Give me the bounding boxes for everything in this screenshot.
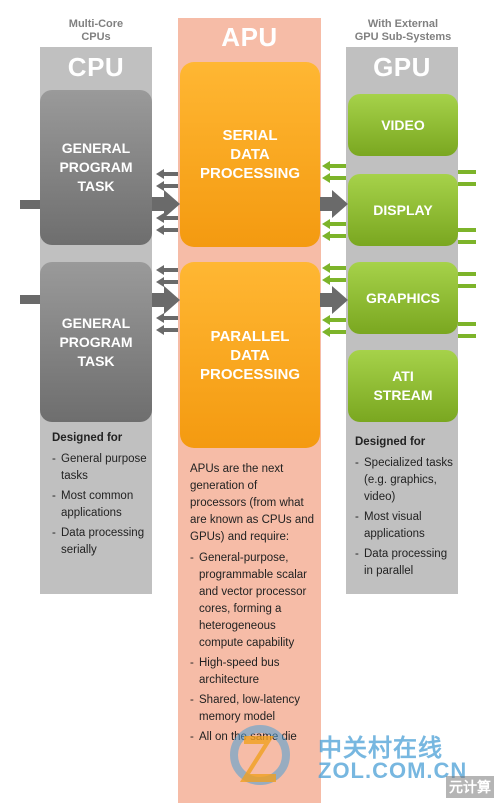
- apu-note-item: General-purpose, programmable scalar and…: [190, 550, 314, 652]
- cpu-notes: Designed for General purpose tasks Most …: [52, 430, 148, 562]
- gpu-designed-for: Designed for: [355, 436, 426, 448]
- cpu-note-item: Most common applications: [52, 488, 148, 522]
- apu-to-gpu-arrow-2: [320, 286, 348, 314]
- gpu-notes: Designed for Specialized tasks (e.g. gra…: [355, 434, 455, 583]
- watermark-corner: 元计算: [446, 776, 494, 798]
- cpu-designed-for: Designed for: [52, 432, 123, 444]
- gpu-graphics-label: GRAPHICS: [366, 289, 440, 306]
- watermark-site: ZOL.COM.CN: [318, 758, 468, 783]
- gpu-display-box: DISPLAY: [348, 174, 458, 246]
- apu-title: APU: [221, 22, 278, 52]
- apu-parallel-label: PARALLEL DATA PROCESSING: [199, 327, 301, 383]
- apu-serial-box: SERIAL DATA PROCESSING: [180, 62, 320, 247]
- gpu-display-label: DISPLAY: [373, 201, 433, 218]
- cpu-note-item: General purpose tasks: [52, 451, 148, 485]
- cpu-task-box-1-label: GENERAL PROGRAM TASK: [59, 140, 133, 194]
- gpu-note-item: Specialized tasks (e.g. graphics, video): [355, 455, 455, 506]
- gpu-note-item: Data processing in parallel: [355, 546, 455, 580]
- cpu-task-box-2: GENERAL PROGRAM TASK: [40, 262, 152, 422]
- apu-notes-list: General-purpose, programmable scalar and…: [190, 550, 314, 746]
- cpu-task-box-2-label: GENERAL PROGRAM TASK: [59, 314, 133, 369]
- gpu-right-stubs: [458, 170, 476, 338]
- gpu-stream-label: ATI STREAM: [373, 368, 433, 403]
- cpu-notes-list: General purpose tasks Most common applic…: [52, 451, 148, 559]
- gpu-to-apu-small-arrows: [322, 161, 346, 337]
- gpu-stream-box: ATI STREAM: [348, 350, 458, 422]
- gpu-graphics-box: GRAPHICS: [348, 262, 458, 334]
- cpu-to-apu-arrow-2: [152, 286, 180, 314]
- apu-note-item: High-speed bus architecture: [190, 655, 314, 689]
- gpu-title: GPU: [373, 52, 431, 82]
- cpu-input-bar-2: [20, 295, 42, 304]
- apu-to-gpu-arrow-1: [320, 190, 348, 218]
- zol-logo-icon: [230, 725, 290, 785]
- apu-intro: APUs are the next generation of processo…: [190, 463, 315, 543]
- apu-parallel-box: PARALLEL DATA PROCESSING: [180, 262, 320, 448]
- apu-to-cpu-small-arrows: [156, 169, 178, 335]
- cpu-input-bar-1: [20, 200, 42, 209]
- cpu-note-item: Data processing serially: [52, 525, 148, 559]
- cpu-caption: Multi-Core CPUs: [68, 18, 124, 43]
- apu-note-item: Shared, low-latency memory model: [190, 692, 314, 726]
- cpu-to-apu-arrow-1: [152, 190, 180, 218]
- cpu-task-box-1: GENERAL PROGRAM TASK: [40, 90, 152, 245]
- gpu-note-item: Most visual applications: [355, 509, 455, 543]
- apu-notes: APUs are the next generation of processo…: [190, 461, 314, 749]
- cpu-title: CPU: [67, 52, 125, 82]
- gpu-notes-list: Specialized tasks (e.g. graphics, video)…: [355, 455, 455, 580]
- gpu-video-box: VIDEO: [348, 94, 458, 156]
- gpu-video-label: VIDEO: [381, 116, 425, 133]
- apu-serial-label: SERIAL DATA PROCESSING: [199, 127, 301, 182]
- gpu-caption: With External GPU Sub-Systems: [354, 18, 452, 43]
- watermark-cn-site: 中关村在线: [318, 735, 443, 762]
